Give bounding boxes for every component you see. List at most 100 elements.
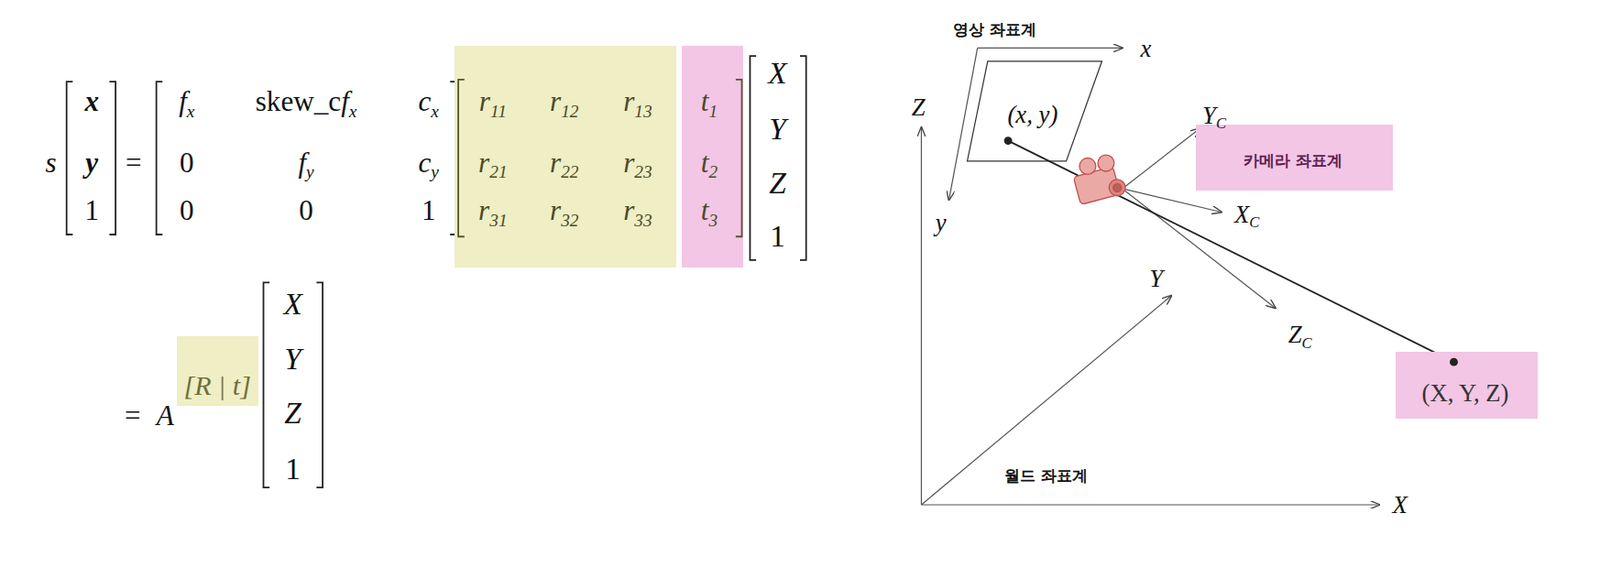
symbol: r xyxy=(549,86,561,119)
symbol: Z xyxy=(768,166,787,201)
symbol: Y xyxy=(1202,100,1217,129)
math-term: x xyxy=(84,87,99,117)
symbol: 0 xyxy=(179,195,195,228)
math-term: 0 xyxy=(179,149,195,178)
subscript: x xyxy=(186,101,196,121)
math-term: X xyxy=(767,57,787,88)
symbol: (x, y) xyxy=(1007,99,1058,128)
math-term: (x, y) xyxy=(1007,101,1058,127)
symbol: t xyxy=(701,195,710,228)
symbol: Y xyxy=(768,112,787,147)
math-term: r33 xyxy=(623,197,652,226)
math-term: r12 xyxy=(549,87,579,117)
symbol: (X, Y, Z) xyxy=(1422,378,1510,406)
math-term: Y xyxy=(768,114,787,145)
math-term: X xyxy=(1392,493,1408,518)
math-term: = xyxy=(124,402,142,431)
math-term: 1 xyxy=(284,454,301,485)
symbol: f xyxy=(297,147,307,180)
symbol: = xyxy=(125,147,143,180)
math-term: skew_cfx xyxy=(255,87,358,117)
subscript: 13 xyxy=(634,101,652,121)
math-term: r31 xyxy=(478,197,507,226)
symbol: f xyxy=(340,86,350,119)
symbol: X xyxy=(767,55,787,90)
symbol: r xyxy=(478,147,490,180)
math-term: t3 xyxy=(701,197,718,226)
symbol: r xyxy=(549,147,561,180)
symbol: skew_c xyxy=(255,86,341,119)
highlight-box: 카메라 좌표계 xyxy=(1195,124,1393,191)
math-term: fy xyxy=(297,149,314,178)
subscript: y xyxy=(430,163,439,183)
math-term: r11 xyxy=(479,87,507,117)
math-term: YC xyxy=(1202,102,1227,128)
symbol: 1 xyxy=(284,452,301,487)
math-term: 1 xyxy=(421,197,437,226)
symbol: c xyxy=(417,86,431,119)
symbol: 0 xyxy=(179,147,195,180)
symbol: 영상 좌표계 xyxy=(953,21,1037,40)
subscript: C xyxy=(1249,213,1260,231)
math-term: r22 xyxy=(549,149,579,178)
symbol: 0 xyxy=(298,195,314,228)
math-term: Y xyxy=(284,343,302,374)
math-term: 0 xyxy=(298,197,314,226)
math-term: 영상 좌표계 xyxy=(953,22,1037,40)
math-term: s xyxy=(45,149,57,178)
highlight-box: [R | t] xyxy=(176,336,259,406)
math-term: XC xyxy=(1234,201,1260,227)
subscript: C xyxy=(1216,114,1227,132)
subscript: 32 xyxy=(560,210,579,231)
highlight-box: r11r12r13r21r22r23r31r32r33 xyxy=(454,45,678,268)
symbol: 월드 좌표계 xyxy=(1004,466,1088,485)
math-term: 카메라 좌표계 xyxy=(1243,153,1343,170)
math-term: 0 xyxy=(179,197,195,226)
symbol: f xyxy=(178,86,187,119)
symbol: X xyxy=(283,286,302,321)
subscript: 1 xyxy=(708,101,718,121)
math-term: ZC xyxy=(1288,322,1313,348)
math-term: x xyxy=(1140,36,1152,62)
subscript: y xyxy=(306,163,315,183)
math-term: Z xyxy=(768,168,787,199)
symbol: Y xyxy=(1149,264,1163,293)
subscript: 31 xyxy=(489,210,507,231)
math-term: 1 xyxy=(769,221,786,253)
math-term: cy xyxy=(417,149,439,178)
symbol: r xyxy=(479,86,491,119)
math-term: = xyxy=(125,149,143,178)
math-term: Y xyxy=(1149,266,1163,292)
image-point xyxy=(1004,136,1013,145)
symbol: r xyxy=(623,147,635,180)
symbol: 1 xyxy=(421,195,437,228)
symbol: Y xyxy=(284,341,302,376)
symbol: r xyxy=(478,195,490,228)
symbol: X xyxy=(1234,199,1250,228)
symbol: [R | t] xyxy=(183,370,251,402)
subscript: 12 xyxy=(560,101,579,121)
math-term: y xyxy=(85,149,99,178)
symbol: Z xyxy=(911,93,926,121)
symbol: Z xyxy=(284,395,302,430)
math-term: cx xyxy=(417,87,439,117)
math-term: r21 xyxy=(478,149,507,178)
math-term: t1 xyxy=(701,87,718,117)
subscript: 3 xyxy=(708,210,718,231)
math-term: (X, Y, Z) xyxy=(1422,380,1510,406)
symbol: r xyxy=(623,195,635,228)
math-term: r32 xyxy=(549,197,579,226)
subscript: 11 xyxy=(490,101,507,121)
symbol: 1 xyxy=(84,195,99,228)
math-term: Z xyxy=(911,95,926,121)
math-term: [R | t] xyxy=(183,372,251,400)
axes xyxy=(920,47,1380,505)
symbol: x xyxy=(1140,34,1152,63)
symbol: = xyxy=(124,400,142,433)
symbol: x xyxy=(84,86,99,119)
highlight-box: (X, Y, Z) xyxy=(1395,351,1538,418)
symbol: X xyxy=(1392,491,1408,519)
